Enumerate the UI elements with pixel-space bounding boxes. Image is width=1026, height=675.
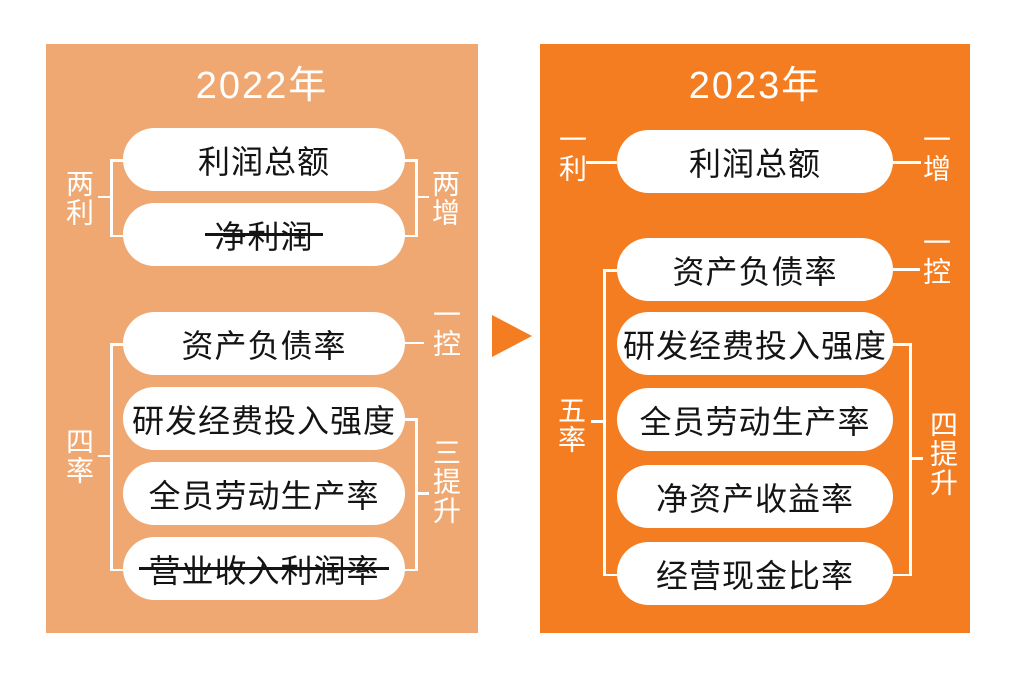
box-label-strikethrough: 净利润 xyxy=(205,212,323,258)
box-labor-productivity: 全员劳动生产率 xyxy=(123,462,405,525)
label-one-control-2022: 一控 xyxy=(430,300,461,358)
box-label-strikethrough: 营业收入利润率 xyxy=(139,546,389,592)
bracket-segment xyxy=(403,159,415,162)
box-label: 净资产收益率 xyxy=(655,480,854,517)
label-one-increase: 一增 xyxy=(920,125,951,183)
box-label: 全员劳动生产率 xyxy=(148,477,380,514)
bracket-segment xyxy=(403,568,415,571)
bracket-segment xyxy=(603,573,617,576)
label-two-increases: 两增 xyxy=(429,169,460,227)
label-two-profits: 两利 xyxy=(63,169,94,227)
label-three-improvements: 三提升 xyxy=(430,438,461,525)
panel-title-2022: 2022年 xyxy=(195,65,329,107)
label-five-ratios: 五率 xyxy=(555,396,586,454)
box-rd-investment-intensity: 研发经费投入强度 xyxy=(123,387,405,450)
box-label: 利润总额 xyxy=(197,143,330,180)
box-total-profit: 利润总额 xyxy=(617,130,893,193)
box-label: 全员劳动生产率 xyxy=(639,403,871,440)
box-label: 研发经费投入强度 xyxy=(622,327,887,364)
panel-2022: 2022年 利润总额 净利润 资产负债率 研发经费投入强度 全员劳动生产率 营业… xyxy=(46,44,478,633)
label-one-control-2023: 一控 xyxy=(920,228,951,286)
bracket-segment xyxy=(603,269,617,272)
box-asset-liability-ratio: 资产负债率 xyxy=(123,312,405,375)
bracket-segment xyxy=(110,343,113,571)
box-operating-cash-ratio: 经营现金比率 xyxy=(617,542,893,605)
box-labor-productivity: 全员劳动生产率 xyxy=(617,388,893,451)
tick-one-control xyxy=(405,341,424,344)
bracket-segment xyxy=(893,343,909,346)
box-label: 经营现金比率 xyxy=(655,557,854,594)
arrow-right-icon xyxy=(492,315,532,357)
label-four-ratios: 四率 xyxy=(63,427,94,485)
bracket-segment xyxy=(415,159,418,237)
bracket-segment xyxy=(110,159,113,237)
box-label: 资产负债率 xyxy=(181,327,347,364)
bracket-segment xyxy=(403,418,415,421)
bracket-segment xyxy=(403,234,415,237)
tick-one-profit xyxy=(586,161,617,164)
tick-one-increase xyxy=(893,161,921,164)
bracket-segment xyxy=(98,195,110,198)
panel-2023: 2023年 利润总额 资产负债率 研发经费投入强度 全员劳动生产率 净资产收益率… xyxy=(540,44,970,633)
bracket-segment xyxy=(893,573,909,576)
box-label: 研发经费投入强度 xyxy=(131,402,396,439)
bracket-segment xyxy=(417,195,429,198)
bracket-segment xyxy=(110,234,123,237)
box-total-profit: 利润总额 xyxy=(123,128,405,191)
box-net-profit: 净利润 xyxy=(123,203,405,266)
bracket-segment xyxy=(911,457,923,460)
box-return-on-equity: 净资产收益率 xyxy=(617,465,893,528)
label-one-profit: 一利 xyxy=(556,125,587,183)
bracket-segment xyxy=(603,269,606,576)
bracket-segment xyxy=(591,420,603,423)
box-rd-investment-intensity: 研发经费投入强度 xyxy=(617,312,893,375)
bracket-segment xyxy=(110,343,123,346)
box-label: 资产负债率 xyxy=(672,253,838,290)
label-four-improvements: 四提升 xyxy=(927,410,958,497)
box-operating-revenue-profit-margin: 营业收入利润率 xyxy=(123,537,405,600)
panel-title-2023: 2023年 xyxy=(688,65,822,107)
bracket-segment xyxy=(415,418,418,571)
tick-one-control xyxy=(893,268,920,271)
bracket-segment xyxy=(417,492,429,495)
box-asset-liability-ratio: 资产负债率 xyxy=(617,238,893,301)
box-label: 利润总额 xyxy=(688,145,821,182)
bracket-segment xyxy=(98,454,110,457)
bracket-segment xyxy=(110,568,123,571)
bracket-segment xyxy=(110,159,123,162)
bracket-segment xyxy=(909,343,912,576)
